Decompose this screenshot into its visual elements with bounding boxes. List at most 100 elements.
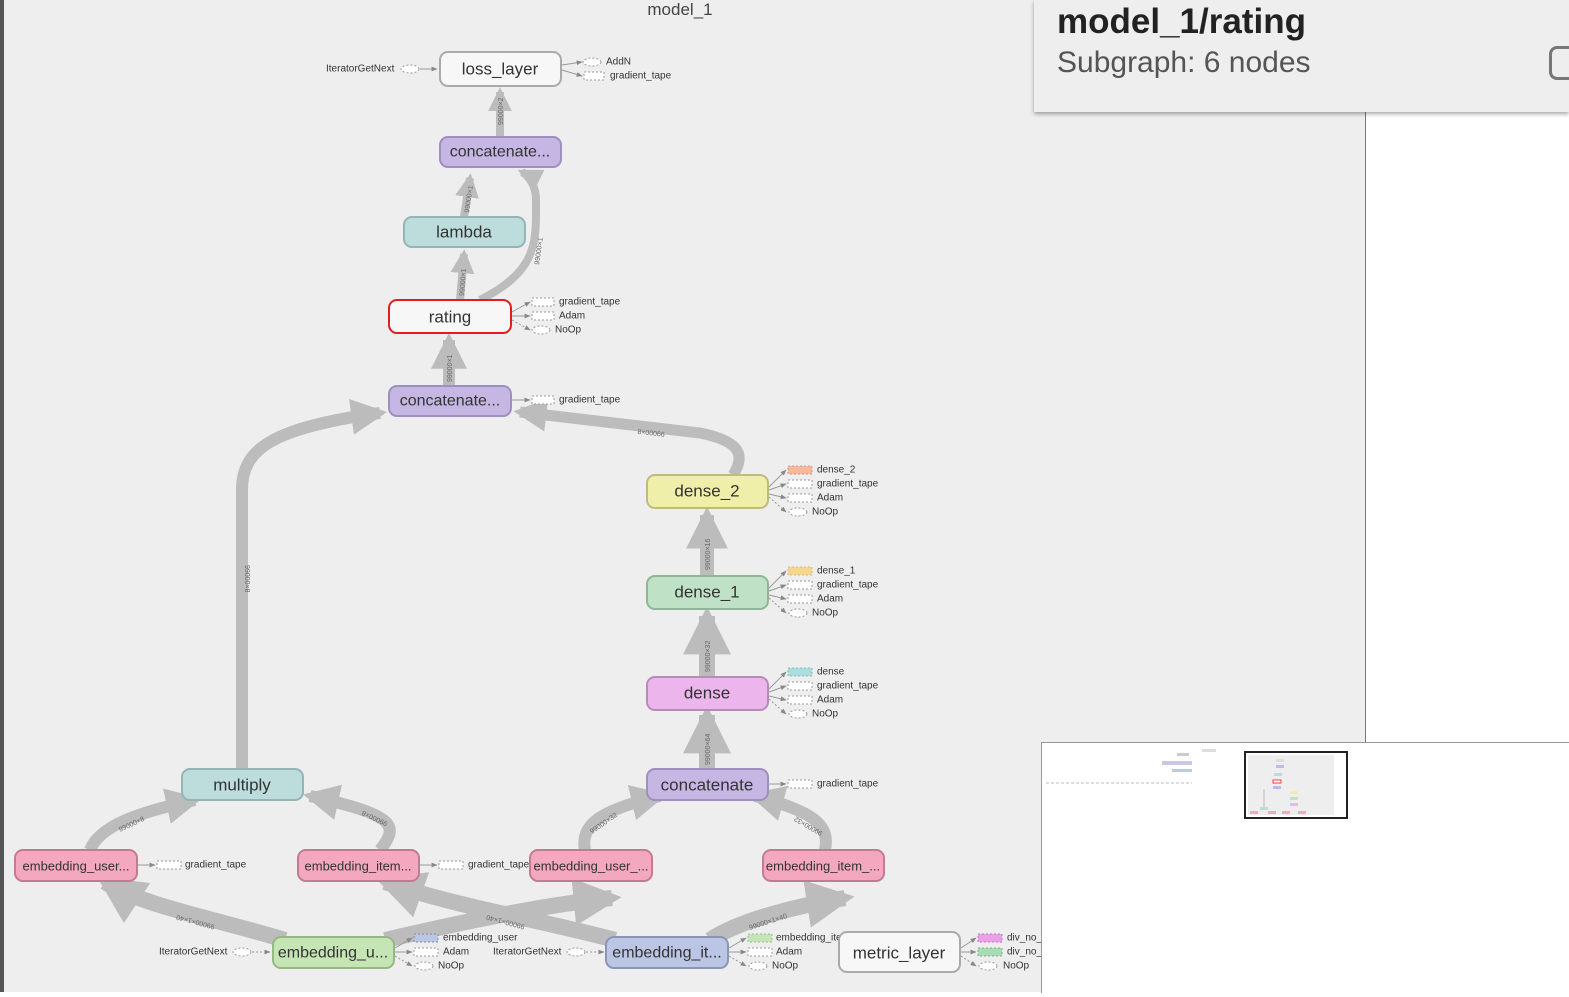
aux-node[interactable]: [787, 681, 813, 691]
aux-node[interactable]: [531, 297, 555, 307]
edge-embu-userA: [96, 875, 288, 948]
aux-label: embedding_user: [443, 933, 518, 944]
aux-label: Adam: [559, 311, 585, 322]
aux-edge: [728, 955, 747, 967]
aux-node[interactable]: [232, 947, 252, 957]
node-label: dense_2: [674, 482, 739, 501]
aux-node[interactable]: [788, 709, 808, 719]
aux-label: Adam: [776, 947, 802, 958]
node-label: multiply: [213, 776, 271, 795]
node-dense-1[interactable]: dense_1: [646, 575, 769, 610]
aux-edge: [768, 570, 787, 589]
aux-node[interactable]: [787, 580, 813, 590]
aux-label: dense: [817, 667, 845, 678]
aux-edge: [728, 937, 747, 949]
minimap-viewport[interactable]: [1244, 751, 1348, 819]
info-subtitle: Subgraph: 6 nodes: [1057, 46, 1311, 79]
aux-node[interactable]: [531, 311, 555, 321]
aux-node[interactable]: [400, 64, 420, 74]
info-card-action-icon[interactable]: [1549, 46, 1569, 80]
node-embedding-it[interactable]: embedding_it...: [605, 936, 729, 969]
aux-node[interactable]: [156, 860, 182, 870]
node-label: dense: [684, 684, 730, 703]
aux-label: gradient_tape: [610, 71, 672, 82]
edge-label: 99000×32: [705, 641, 712, 672]
aux-node[interactable]: [977, 933, 1003, 943]
node-embedding-user-a[interactable]: embedding_user...: [14, 849, 138, 882]
aux-label: Adam: [443, 947, 469, 958]
node-concatenate-low[interactable]: concatenate: [646, 768, 769, 801]
aux-node[interactable]: [748, 961, 768, 971]
aux-edge: [768, 594, 787, 601]
edge-itemB-concat: [748, 786, 832, 852]
edge-userB-concat: [578, 785, 668, 852]
node-rating-selected[interactable]: rating: [388, 299, 512, 334]
aux-node[interactable]: [413, 947, 439, 957]
aux-node[interactable]: [531, 395, 555, 405]
node-concatenate-top[interactable]: concatenate...: [439, 136, 562, 168]
node-lambda[interactable]: lambda: [403, 216, 526, 248]
edge-embit-itemA: [375, 872, 618, 948]
aux-label: gradient_tape: [559, 297, 621, 308]
node-dense-2[interactable]: dense_2: [646, 474, 769, 509]
node-dense[interactable]: dense: [646, 676, 769, 711]
node-concatenate-mid[interactable]: concatenate...: [388, 385, 512, 417]
aux-node[interactable]: [787, 594, 813, 604]
node-multiply[interactable]: multiply: [181, 768, 304, 801]
aux-node[interactable]: [787, 479, 813, 489]
edge-label: 99000×8: [243, 565, 250, 593]
node-embedding-item-b[interactable]: embedding_item_...: [762, 849, 885, 882]
aux-node[interactable]: [583, 71, 605, 81]
minimap[interactable]: [1041, 742, 1569, 993]
aux-edge: [768, 671, 787, 690]
aux-node[interactable]: [414, 961, 434, 971]
edge-lambda-concat: [455, 173, 479, 218]
node-label: embedding_u...: [278, 945, 388, 962]
aux-edge: [561, 69, 583, 77]
aux-node[interactable]: [413, 933, 439, 943]
aux-label: div_no_: [1007, 947, 1042, 958]
aux-node[interactable]: [531, 325, 551, 335]
aux-edge: [394, 937, 413, 949]
node-embedding-u[interactable]: embedding_u...: [272, 936, 395, 969]
aux-node[interactable]: [787, 695, 813, 705]
node-label: concatenate...: [450, 144, 551, 161]
aux-node[interactable]: [747, 947, 773, 957]
node-embedding-user-b[interactable]: embedding_user_...: [529, 849, 653, 882]
aux-node[interactable]: [582, 57, 602, 67]
aux-node[interactable]: [788, 608, 808, 618]
edge-label: 99000×16: [705, 539, 712, 570]
node-embedding-item-a[interactable]: embedding_item...: [297, 849, 420, 882]
aux-node[interactable]: [747, 933, 773, 943]
aux-label: embedding_ite: [776, 933, 842, 944]
aux-node[interactable]: [438, 860, 464, 870]
aux-edge: [768, 483, 787, 491]
aux-label: gradient_tape: [817, 580, 879, 591]
aux-node[interactable]: [787, 667, 813, 677]
aux-edge: [768, 493, 787, 500]
aux-edge: [768, 469, 787, 488]
aux-nodes: IteratorGetNext AddN gradient_tape gradi…: [138, 57, 1042, 972]
node-label: dense_1: [674, 583, 739, 602]
node-loss-layer[interactable]: loss_layer: [439, 51, 562, 87]
aux-node[interactable]: [977, 947, 1003, 957]
aux-node[interactable]: [787, 566, 813, 576]
node-label: metric_layer: [853, 944, 946, 963]
node-metric-layer[interactable]: metric_layer: [838, 931, 961, 973]
edge-label: 99000×2: [498, 97, 505, 125]
aux-label: dense_1: [817, 566, 856, 577]
aux-node[interactable]: [787, 779, 813, 789]
aux-node[interactable]: [566, 947, 586, 957]
aux-node[interactable]: [787, 465, 813, 475]
aux-label: gradient_tape: [817, 681, 879, 692]
aux-node[interactable]: [978, 961, 998, 971]
aux-node[interactable]: [787, 493, 813, 503]
aux-label: NoOp: [555, 325, 582, 336]
aux-label: NoOp: [812, 608, 839, 619]
edge-layer: [84, 87, 855, 948]
aux-label: gradient_tape: [817, 479, 879, 490]
graph-title: model_1: [647, 0, 713, 19]
aux-node[interactable]: [788, 507, 808, 517]
